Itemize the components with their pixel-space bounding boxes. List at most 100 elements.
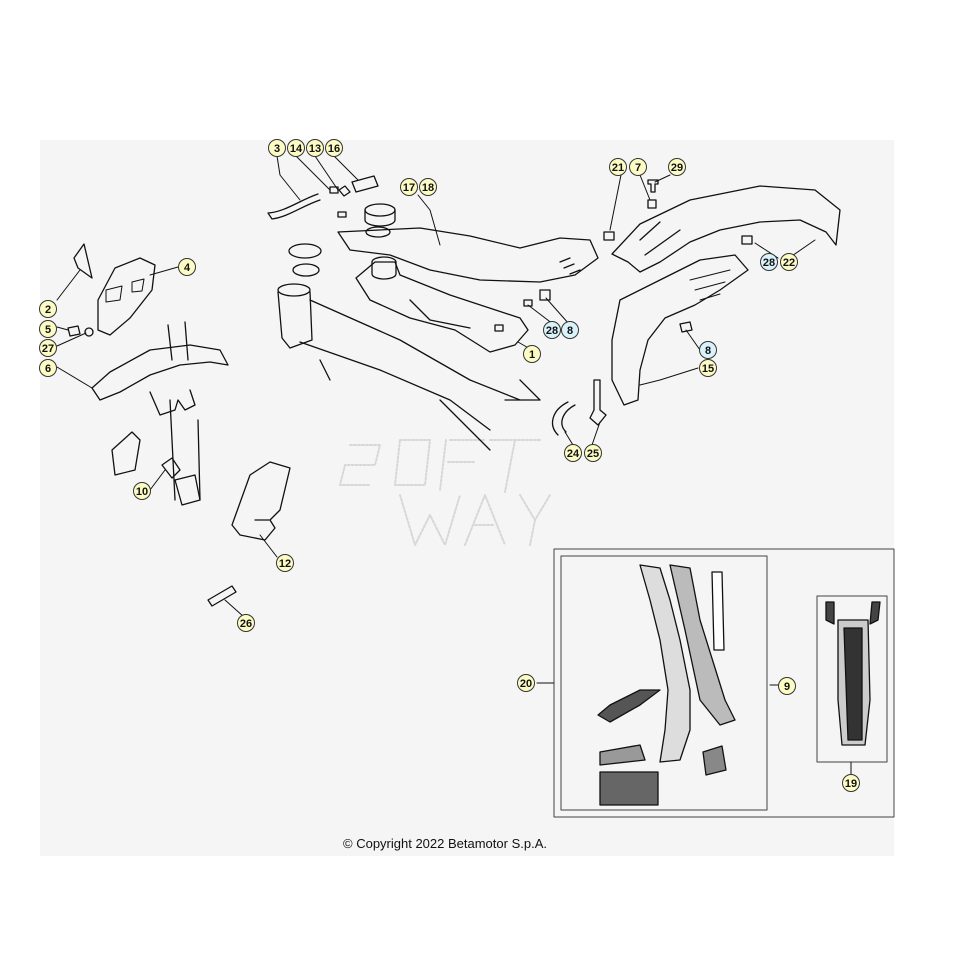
callout-label: 1	[529, 349, 535, 361]
plate-screw	[67, 325, 81, 337]
callout-circle	[699, 341, 717, 359]
callout-circle	[778, 677, 796, 695]
callout-24: 24	[564, 444, 582, 462]
side-panel	[611, 254, 749, 406]
callout-circle	[629, 158, 647, 176]
callout-10: 10	[133, 482, 151, 500]
callout-label: 8	[567, 325, 573, 337]
callout-label: 15	[702, 363, 714, 375]
callout-label: 14	[290, 143, 303, 155]
tank-cover	[337, 227, 599, 283]
callout-label: 24	[567, 448, 580, 460]
callout-28: 28	[760, 253, 778, 271]
callout-25: 25	[584, 444, 602, 462]
callout-label: 17	[403, 182, 415, 194]
callout-12: 12	[276, 554, 294, 572]
callout-22: 22	[780, 253, 798, 271]
callout-label: 13	[309, 143, 321, 155]
callout-circle	[668, 158, 686, 176]
small-screw	[337, 211, 347, 218]
callout-circle	[584, 444, 602, 462]
callout-label: 18	[422, 182, 434, 194]
hose-clip	[329, 186, 339, 194]
rear-washer	[647, 199, 657, 209]
rear-screw-28	[741, 235, 753, 245]
clip-small	[494, 324, 504, 332]
rear-screw-29	[647, 179, 659, 193]
callout-circle	[39, 300, 57, 318]
callout-label: 2	[45, 304, 51, 316]
callout-8: 8	[561, 321, 579, 339]
callout-label: 26	[240, 618, 252, 630]
plate-washer	[84, 327, 94, 337]
callout-4: 4	[178, 258, 196, 276]
callout-label: 16	[328, 143, 340, 155]
callout-9: 9	[778, 677, 796, 695]
callout-circle	[268, 139, 286, 157]
callout-circle	[609, 158, 627, 176]
callout-label: 5	[45, 324, 51, 336]
callout-14: 14	[287, 139, 305, 157]
callout-circle	[306, 139, 324, 157]
callout-label: 20	[520, 678, 532, 690]
callout-label: 27	[42, 343, 54, 355]
callout-circle	[561, 321, 579, 339]
rear-bolt	[603, 231, 615, 241]
copyright-text: © Copyright 2022 Betamotor S.p.A.	[343, 836, 547, 851]
reflector	[73, 243, 93, 279]
screw-28-center	[523, 299, 533, 307]
breather-hose	[267, 193, 321, 220]
callout-label: 28	[546, 325, 558, 337]
callout-circle	[400, 178, 418, 196]
breather-valve	[338, 185, 351, 197]
callout-29: 29	[668, 158, 686, 176]
fork-tubes	[167, 321, 201, 501]
callout-5: 5	[39, 320, 57, 338]
hose-16	[351, 175, 379, 193]
callout-label: 19	[845, 778, 857, 790]
callout-circle	[564, 444, 582, 462]
callout-3: 3	[268, 139, 286, 157]
watermark	[339, 439, 551, 546]
decal-kit-19-box	[816, 595, 888, 763]
callout-6: 6	[39, 359, 57, 377]
callout-16: 16	[325, 139, 343, 157]
callout-label: 8	[705, 345, 711, 357]
fuel-tank	[355, 261, 529, 353]
callout-label: 21	[612, 162, 624, 174]
callout-8: 8	[699, 341, 717, 359]
callout-2: 2	[39, 300, 57, 318]
callout-label: 10	[136, 486, 148, 498]
decal-kit-20-box	[560, 555, 768, 811]
callout-17: 17	[400, 178, 418, 196]
clip-8-center	[539, 289, 551, 301]
callout-28: 28	[543, 321, 561, 339]
callout-label: 12	[279, 558, 291, 570]
callout-circle	[419, 178, 437, 196]
callout-1: 1	[523, 345, 541, 363]
callout-19: 19	[842, 774, 860, 792]
callout-27: 27	[39, 339, 57, 357]
callout-circle	[133, 482, 151, 500]
callout-circle	[39, 359, 57, 377]
fuel-hose	[551, 401, 576, 436]
fork-foot	[174, 474, 201, 506]
callout-label: 9	[784, 681, 790, 693]
callout-circle	[237, 614, 255, 632]
fork-clamp	[161, 457, 181, 479]
disc-guard	[231, 461, 291, 541]
callout-label: 7	[635, 162, 641, 174]
callout-label: 22	[783, 257, 795, 269]
fork-bracket	[111, 431, 141, 476]
callout-circle	[523, 345, 541, 363]
number-plate	[97, 257, 156, 336]
decal-kit-19	[825, 601, 881, 746]
callout-circle	[543, 321, 561, 339]
callout-circle	[842, 774, 860, 792]
small-sticker	[207, 585, 237, 607]
fuel-cap	[364, 203, 396, 238]
decal-kit-20	[597, 564, 736, 806]
callout-18: 18	[419, 178, 437, 196]
